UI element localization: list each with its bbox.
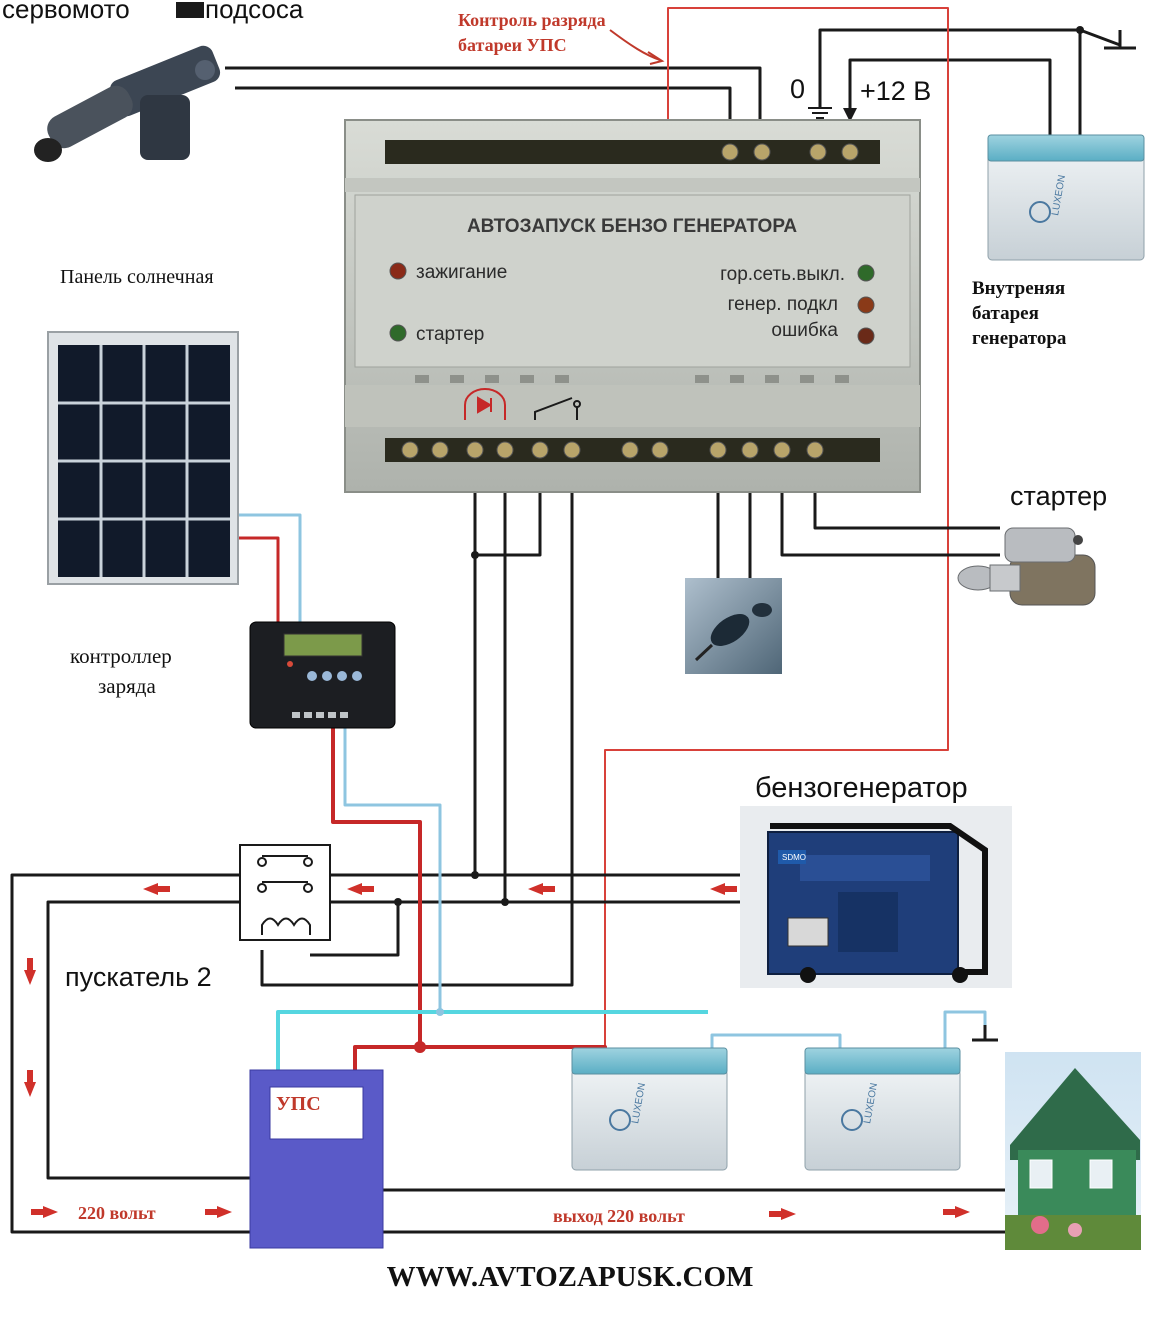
led-ignition-label: зажигание [416, 262, 507, 283]
led-gen-on-label: генер. подкл [728, 294, 838, 315]
output-220-label: выход 220 вольт [553, 1206, 685, 1226]
diode-icon [464, 388, 506, 420]
led-starter-label: стартер [416, 324, 484, 345]
junction-dot [501, 898, 509, 906]
battery-bank-1: LUXEON [571, 1047, 728, 1171]
annotation-arrow-icon [609, 29, 665, 65]
flow-arrow-left-icon [528, 883, 555, 895]
zero-label: 0 [790, 74, 805, 104]
wire-solar-blue [235, 513, 302, 622]
wire-discharge-control [604, 7, 949, 1060]
module-title: АВТОЗАПУСК БЕНЗО ГЕНЕРАТОРА [467, 216, 797, 237]
internal-battery-label-2: батарея [972, 303, 1039, 324]
ups-label: УПС [276, 1093, 321, 1115]
charge-controller-label-1: контроллер [70, 644, 172, 668]
ups: УПС [249, 1069, 384, 1249]
internal-battery: LUXEON [987, 134, 1145, 261]
charge-controller-label-2: заряда [98, 674, 156, 698]
junction-dot [471, 551, 479, 559]
wire-mains-in-2 [46, 900, 250, 1180]
junction-dot [394, 898, 402, 906]
wire-ctrl-red [331, 728, 422, 1070]
junction-dot [1076, 26, 1084, 34]
flow-arrow-right-icon [205, 1206, 232, 1218]
servo-label: сервомото [2, 0, 130, 24]
junctions [394, 26, 1084, 1053]
discharge-control-label-2: батареи УПС [458, 35, 567, 55]
website-label: WWW.AVTOZAPUSK.COM [387, 1261, 754, 1293]
junction-dot [414, 1041, 426, 1053]
flow-arrow-down-icon [24, 1070, 36, 1097]
led-error-label: ошибка [771, 320, 838, 341]
flow-arrow-left-icon [143, 883, 170, 895]
flow-arrow-down-icon [24, 958, 36, 985]
led-gen-on [857, 296, 875, 314]
top-terminals [721, 143, 859, 161]
battery-bank-2: LUXEON [804, 1047, 961, 1171]
wire-ctrl-blue [343, 728, 442, 1012]
ground-symbol-zero [808, 107, 832, 119]
contactor-label: пускатель 2 [65, 962, 212, 992]
wire-ground [818, 28, 1121, 108]
bottom-terminals [401, 441, 824, 459]
autostart-module: АВТОЗАПУСК БЕНЗО ГЕНЕРАТОРА зажигание ст… [344, 119, 921, 493]
wire-mains-in-1 [10, 873, 250, 1234]
flow-arrow-left-icon [347, 883, 374, 895]
ground-symbol-battery [972, 1025, 998, 1042]
flow-arrow-right-icon [31, 1206, 58, 1218]
switch-icon [534, 397, 581, 420]
wire-coil [310, 902, 400, 957]
generator: SDMO [740, 806, 1012, 988]
internal-battery-label-1: Внутреняя [972, 278, 1065, 299]
generator-brand: SDMO [782, 853, 806, 862]
solar-panel [47, 331, 239, 585]
arrow-down-icon [843, 108, 857, 122]
solar-panel-label: Панель солнечная [60, 266, 214, 288]
starter-motor [957, 527, 1096, 606]
charge-controller [249, 621, 396, 729]
starter-label: стартер [1010, 481, 1107, 511]
led-mains-off [857, 264, 875, 282]
flow-arrow-right-icon [769, 1208, 796, 1220]
vent-slots [415, 375, 849, 383]
ground-symbol-top [1104, 30, 1136, 50]
internal-battery-label-3: генератора [972, 328, 1067, 349]
wire-cyan-bus [276, 1010, 708, 1070]
flow-arrow-right-icon [943, 1206, 970, 1218]
servo-label-tail: подсоса [205, 0, 304, 24]
led-starter [389, 324, 407, 342]
generator-label: бензогенератор [755, 772, 968, 804]
discharge-control-label-1: Контроль разряда [458, 10, 606, 30]
flow-arrow-left-icon [710, 883, 737, 895]
flow-arrows [24, 883, 970, 1220]
car-key [685, 578, 782, 674]
house [1005, 1052, 1141, 1250]
led-ignition [389, 262, 407, 280]
wire-plus12 [848, 58, 1052, 135]
junction-dot [471, 871, 479, 879]
led-mains-off-label: гор.сеть.выкл. [720, 264, 845, 285]
servo-motor [34, 2, 221, 162]
input-220-label: 220 вольт [78, 1203, 156, 1223]
wire-solar-red [235, 536, 280, 622]
wire-bus-4 [260, 455, 574, 987]
junction-dot [436, 1008, 444, 1016]
contactor [239, 844, 331, 941]
led-error [857, 327, 875, 345]
plus12-label: +12 В [860, 76, 931, 106]
